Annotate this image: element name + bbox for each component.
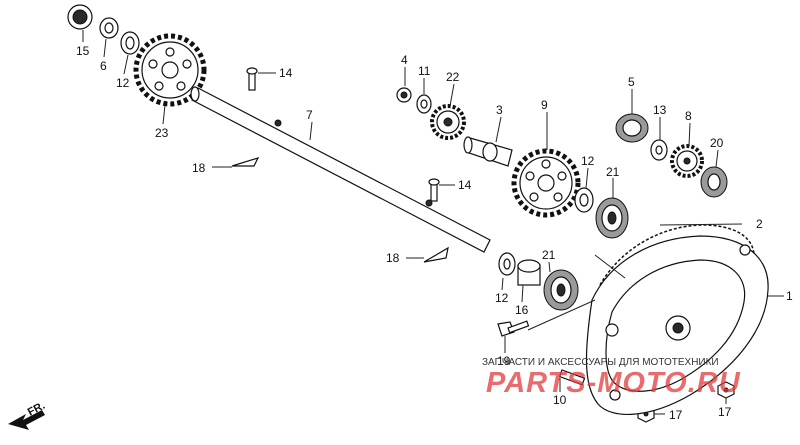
callout-14-a: 14	[279, 66, 293, 80]
callout-17-a: 17	[669, 408, 683, 422]
callout-12-a: 12	[116, 76, 130, 90]
part-21-bearing-b	[543, 269, 579, 311]
callout-17-b: 17	[718, 405, 732, 419]
watermark-brand: PARTS-MOTO.RU	[486, 367, 741, 399]
callout-18-a: 18	[192, 161, 206, 175]
callout-16: 16	[515, 303, 529, 317]
callout-4: 4	[401, 53, 408, 67]
part-2-gasket	[599, 224, 755, 286]
part-22-gear	[430, 104, 466, 140]
callout-11: 11	[418, 64, 431, 78]
part-11-washer	[416, 94, 432, 114]
callout-7: 7	[306, 108, 313, 122]
callout-21-a: 21	[606, 165, 620, 179]
callout-5: 5	[628, 75, 635, 89]
callout-18-b: 18	[386, 251, 400, 265]
front-direction-indicator: FR.	[8, 400, 47, 430]
part-23-gear	[133, 33, 207, 107]
callout-13: 13	[653, 103, 667, 117]
part-13-washer	[650, 139, 668, 161]
part-5-seal	[615, 113, 649, 143]
callout-10: 10	[553, 393, 567, 407]
part-15-cap	[67, 4, 93, 30]
part-16-bushing	[517, 259, 541, 286]
callout-12-c: 12	[495, 291, 509, 305]
part-20-bearing	[700, 166, 728, 198]
part-14-pin-a	[246, 67, 258, 91]
part-12-washer-b	[574, 187, 594, 213]
leader-lines	[82, 30, 784, 415]
callout-8: 8	[685, 109, 692, 123]
callout-2: 2	[756, 217, 763, 231]
part-18-cotter-a	[231, 157, 260, 167]
callout-6: 6	[100, 59, 107, 73]
callout-1: 1	[786, 289, 793, 303]
part-19-bolt	[497, 320, 530, 337]
part-6-washer	[99, 17, 119, 39]
callout-14-b: 14	[458, 178, 472, 192]
part-18-cotter-b	[423, 246, 449, 263]
front-arrow-icon	[8, 410, 45, 430]
callout-15: 15	[76, 44, 90, 58]
callout-labels: 15 6 12 23 14 7 18 14 18 4 11 22 3 9 5 1…	[76, 44, 793, 422]
callout-21-b: 21	[542, 248, 556, 262]
part-3-spindle	[463, 136, 513, 167]
part-12-washer-a	[120, 31, 140, 55]
part-21-bearing-a	[595, 197, 629, 239]
part-1-housing	[585, 235, 769, 415]
front-label: FR.	[26, 400, 47, 419]
part-10-stud	[558, 369, 586, 386]
watermark-caption: ЗАПЧАСТИ И АКСЕССУАРЫ ДЛЯ МОТОТЕХНИКИ	[482, 357, 719, 368]
part-8-gear	[670, 144, 704, 178]
callout-23: 23	[155, 126, 169, 140]
part-9-gear	[511, 148, 581, 218]
callout-12-b: 12	[581, 154, 595, 168]
part-12-washer-c	[498, 252, 516, 276]
part-17-nut-b	[717, 381, 735, 399]
callout-19: 19	[497, 354, 511, 368]
part-7-shaft	[190, 86, 491, 253]
callout-9: 9	[541, 98, 548, 112]
watermark: ЗАПЧАСТИ И АКСЕССУАРЫ ДЛЯ МОТОТЕХНИКИ PA…	[482, 357, 741, 399]
callout-22: 22	[446, 70, 460, 84]
part-4-collar	[396, 87, 412, 103]
callout-3: 3	[496, 103, 503, 117]
callout-20: 20	[710, 136, 724, 150]
part-14-pin-b	[428, 178, 440, 202]
